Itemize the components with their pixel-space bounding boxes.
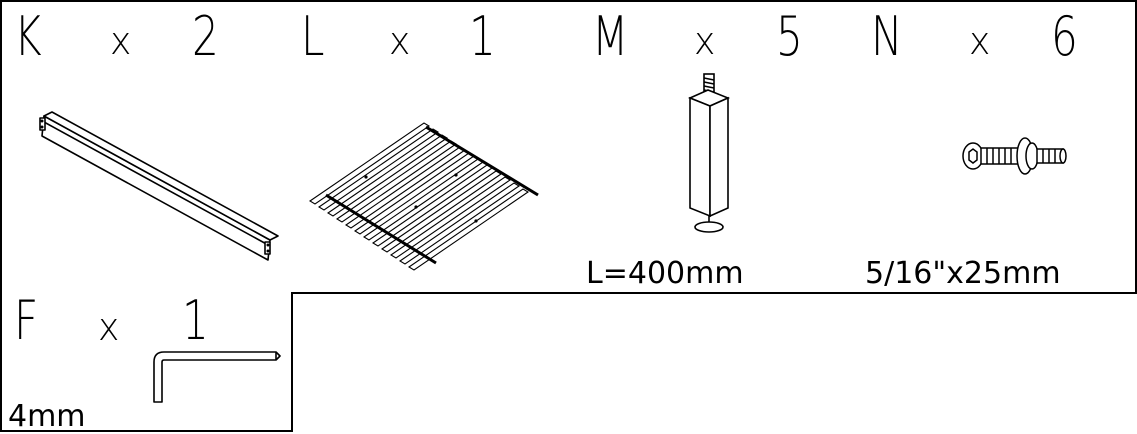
part-letter: K [14,5,42,68]
part-size-caption: L=400mm [586,256,744,291]
quantity-times-sign: x [969,19,991,63]
part-letter: L [301,5,325,68]
quantity-times-sign: x [98,305,120,349]
quantity-times-sign: x [110,19,132,63]
part-size-caption: 5/16"x25mm [865,256,1061,291]
part-cell-k: K x 2 [0,0,293,294]
rail-board-icon [39,111,279,261]
part-cell-l: L x 1 [291,0,578,294]
part-size-caption: 4mm [8,399,86,434]
part-cell-m: M x 5 L=400mm [576,0,861,294]
part-cell-n: N x 6 5/16"x25mm [859,0,1137,294]
allen-key-icon [153,351,281,403]
part-quantity: 1 [469,5,496,68]
part-letter: F [14,289,39,352]
quantity-times-sign: x [694,19,716,63]
part-quantity: 2 [192,5,219,68]
bolt-set-icon [962,137,1067,175]
part-letter: N [871,5,903,68]
slat-base-icon [308,122,539,271]
part-cell-f: F x 1 4mm [0,292,293,432]
part-letter: M [592,5,629,68]
leg-post-icon [687,73,731,233]
quantity-times-sign: x [389,19,411,63]
part-quantity: 5 [776,5,803,68]
part-quantity: 6 [1051,5,1078,68]
part-quantity: 1 [182,289,209,352]
